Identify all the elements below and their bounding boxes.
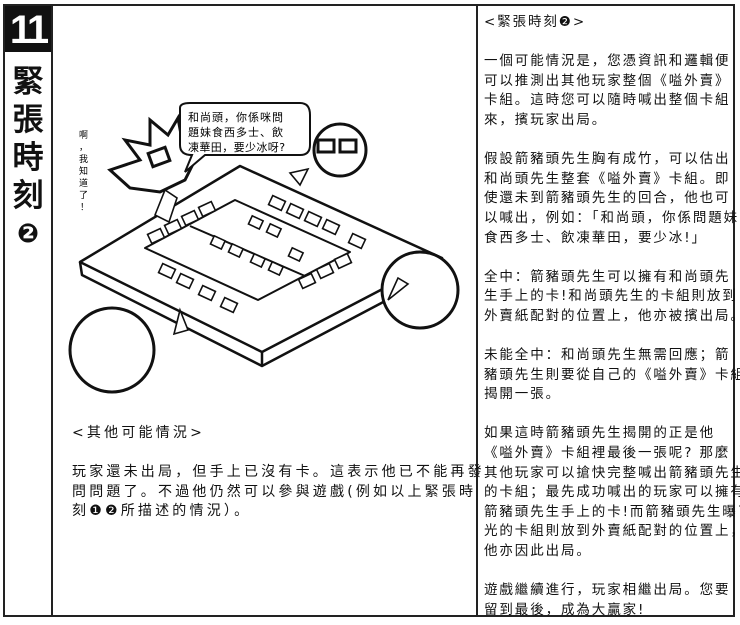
- text-line: 食西多士、飲凍華田，要少冰!」: [484, 229, 707, 246]
- text-line: 的卡組；最先成功喊出的玩家可以擁有: [484, 484, 740, 501]
- text-line: 光的卡組則放到外賣紙配對的位置上，: [484, 523, 740, 540]
- page-frame: [3, 4, 735, 617]
- paragraph: 如果這時箭豬頭先生揭開的正是他《嗌外賣》卡組裡最後一張呢? 那麼其他玩家可以搶快…: [484, 424, 740, 561]
- exclamation-char: 知: [79, 165, 88, 177]
- section-title-char: 時: [12, 140, 44, 176]
- exclamation-char: 道: [79, 177, 88, 189]
- text-line: 遊戲繼續進行，玩家相繼出局。您要: [484, 582, 731, 599]
- exclamation-char: 了: [79, 190, 88, 201]
- text-line: 箭豬頭先生手上的卡!而箭豬頭先生曝了: [484, 503, 740, 520]
- text-line: 一個可能情況是，您憑資訊和邏輯便: [484, 53, 731, 70]
- player-spiky-head: [107, 113, 197, 224]
- text-line: 全中：箭豬頭先生可以擁有和尚頭先: [484, 268, 731, 285]
- speech-bubble-line: 凍華田，要少冰呀?: [188, 141, 285, 154]
- paragraph: 假設箭豬頭先生胸有成竹，可以估出和尚頭先生整套《嗌外賣》卡組。即使還未到箭豬頭先…: [484, 150, 740, 248]
- text-line: 《嗌外賣》卡組裡最後一張呢? 那麼: [484, 445, 731, 462]
- text-line: 留到最後，成為大贏家!: [484, 601, 646, 618]
- other-situations-section: <其他可能情況> 玩家還未出局，但手上已沒有卡。這表示他已不能再發 問問題了。不…: [72, 424, 485, 541]
- text-line: 未能全中：和尚頭先生無需回應；箭: [484, 347, 731, 364]
- text-line: 其他玩家可以搶快完整喊出箭豬頭先生: [484, 464, 740, 481]
- exclamation-char: 我: [79, 154, 88, 165]
- section-heading: <緊張時刻❷>: [484, 14, 587, 30]
- text-line: 問問題了。不過他仍然可以參與遊戲(例如以上緊張時: [72, 483, 477, 500]
- player-right-head: [288, 122, 368, 187]
- exclamation-char: 啊: [79, 130, 88, 141]
- cards: [146, 194, 367, 314]
- text-line: 以喊出，例如：「和尚頭，你係問題妹: [484, 209, 740, 226]
- section-title-char: 緊: [12, 64, 44, 100]
- paragraph: 遊戲繼續進行，玩家相繼出局。您要留到最後，成為大贏家!: [484, 581, 734, 620]
- text-line: 生手上的卡!和尚頭先生的卡組則放到: [484, 288, 738, 305]
- text-line: 如果這時箭豬頭先生揭開的正是他: [484, 425, 715, 442]
- text-line: 外賣紙配對的位置上，他亦被擯出局。: [484, 307, 740, 324]
- tense-moment-section: <緊張時刻❷> 一個可能情況是，您憑資訊和邏輯便可以推測出其他玩家整個《嗌外賣》…: [484, 13, 740, 625]
- exclamation-char: ！: [80, 202, 89, 213]
- section-heading: <其他可能情況>: [72, 425, 206, 441]
- text-line: 揭開一張。: [484, 386, 561, 403]
- speech-bubble-line: 和尚頭，你係咪問: [188, 110, 284, 124]
- exclamation-vertical-text: 啊 ， 我 知 道 了 ！: [79, 130, 89, 213]
- text-line: 豬頭先生則要從自己的《嗌外賣》卡組: [484, 366, 740, 383]
- speech-bubble: 和尚頭，你係咪問 題妹食西多士、飲 凍華田，要少冰呀?: [179, 102, 311, 173]
- paragraph: 一個可能情況是，您憑資訊和邏輯便可以推測出其他玩家整個《嗌外賣》卡組。這時您可以…: [484, 52, 734, 130]
- text-line: 卡組。這時您可以隨時喊出整個卡組: [484, 92, 731, 109]
- section-title-char: 張: [12, 102, 44, 138]
- text-line: 他亦因此出局。: [484, 543, 592, 560]
- paragraph: 玩家還未出局，但手上已沒有卡。這表示他已不能再發 問問題了。不過他仍然可以參與遊…: [72, 463, 485, 522]
- player-bottom-left-head: [68, 306, 190, 394]
- section-title-char: 刻: [12, 178, 44, 214]
- text-line: 使還未到箭豬頭先生的回合，他也可: [484, 190, 731, 207]
- text-line: 玩家還未出局，但手上已沒有卡。這表示他已不能再發: [72, 463, 485, 480]
- text-line: 假設箭豬頭先生胸有成竹，可以估出: [484, 151, 731, 168]
- paragraph: 全中：箭豬頭先生可以擁有和尚頭先生手上的卡!和尚頭先生的卡組則放到外賣紙配對的位…: [484, 268, 740, 327]
- paragraph: 未能全中：和尚頭先生無需回應；箭豬頭先生則要從自己的《嗌外賣》卡組揭開一張。: [484, 346, 740, 405]
- sidebar-divider: [51, 4, 53, 617]
- player-right-big-head: [380, 250, 460, 330]
- text-line: 可以推測出其他玩家整個《嗌外賣》: [484, 72, 731, 89]
- text-line: 來，擯玩家出局。: [484, 111, 608, 128]
- column-divider: [476, 4, 478, 617]
- game-illustration: 和尚頭，你係咪問 題妹食西多士、飲 凍華田，要少冰呀? 啊 ， 我 知 道 了 …: [68, 102, 460, 394]
- exclamation-char: ，: [79, 143, 88, 153]
- text-line: 和尚頭先生整套《嗌外賣》卡組。即: [484, 170, 731, 187]
- text-line: 刻❶❷所描述的情況）。: [72, 503, 252, 520]
- section-number-badge: 11: [5, 6, 51, 52]
- section-title-number: ❷: [16, 219, 39, 249]
- speech-bubble-line: 題妹食西多士、飲: [188, 125, 284, 139]
